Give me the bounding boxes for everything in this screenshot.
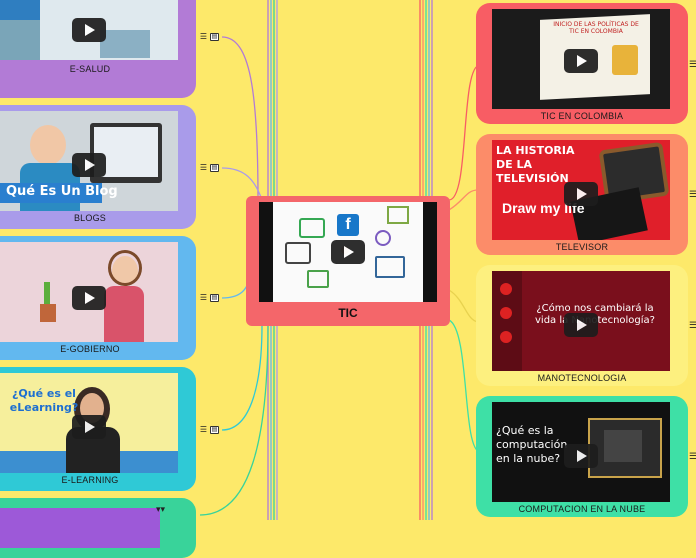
play-button-icon[interactable] — [72, 415, 106, 439]
topic-node-e-gobierno[interactable]: E-GOBIERNO — [0, 236, 196, 360]
node-icons: ☰▤ — [199, 33, 219, 41]
node-icons: ☰▤ — [199, 426, 219, 434]
note-icon[interactable]: ▤ — [210, 33, 219, 41]
play-button-icon[interactable] — [564, 313, 598, 337]
node-label: TIC EN COLOMBIA — [540, 111, 624, 121]
video-thumbnail[interactable] — [0, 0, 178, 60]
node-label: BLOGS — [73, 213, 106, 223]
menu-icon[interactable]: ☰ — [199, 163, 208, 172]
play-button-icon[interactable] — [564, 444, 598, 468]
video-thumbnail[interactable]: ¿Cómo nos cambiará la vida la Nanotecnol… — [492, 271, 670, 371]
topic-node-e-learning[interactable]: ¿Qué es el eLearning? E-LEARNING — [0, 367, 196, 491]
menu-icon[interactable]: ☰ — [689, 189, 696, 199]
play-button-icon[interactable] — [72, 286, 106, 310]
note-icon[interactable]: ▤ — [210, 426, 219, 434]
play-button-icon[interactable] — [72, 18, 106, 42]
play-button-icon[interactable] — [564, 182, 598, 206]
play-button-icon[interactable] — [331, 240, 365, 264]
node-label: E-LEARNING — [61, 475, 119, 485]
node-icons: ☰▤ — [199, 294, 219, 302]
node-label: TELEVISOR — [555, 242, 609, 252]
thumbnail-title: INICIO DE LAS POLÍTICAS DE TIC EN COLOMB… — [553, 21, 639, 35]
topic-node-e-salud[interactable]: E-SALUD — [0, 0, 196, 98]
menu-icon[interactable]: ☰ — [689, 320, 696, 330]
node-label: COMPUTACION EN LA NUBE — [518, 504, 646, 514]
video-thumbnail[interactable]: LA HISTORIA DE LA TELEVISIÓN Draw my lif… — [492, 140, 670, 240]
topic-node-computacion-en-la-nube[interactable]: ¿Qué es la computación en la nube? COMPU… — [476, 396, 688, 517]
video-thumbnail[interactable] — [0, 242, 178, 342]
thumbnail-title: LA HISTORIA DE LA TELEVISIÓN — [496, 144, 575, 185]
topic-node-manotecnologia[interactable]: ¿Cómo nos cambiará la vida la Nanotecnol… — [476, 265, 688, 386]
node-label: E-SALUD — [69, 64, 111, 74]
thumbnail-title: ¿Qué es el eLearning? — [9, 387, 79, 414]
topic-node-tic-en-colombia[interactable]: INICIO DE LAS POLÍTICAS DE TIC EN COLOMB… — [476, 3, 688, 124]
node-icons: ☰▤ — [199, 164, 219, 172]
video-thumbnail[interactable]: f — [259, 202, 437, 302]
topic-node-blogs[interactable]: Qué Es Un Blog BLOGS — [0, 105, 196, 229]
node-label: E-GOBIERNO — [60, 344, 120, 354]
play-button-icon[interactable] — [72, 153, 106, 177]
thumbnail-title: ¿Qué es la computación en la nube? — [496, 424, 568, 465]
expand-chevron-icon[interactable]: ▾▾ — [156, 504, 166, 514]
menu-icon[interactable]: ☰ — [199, 32, 208, 41]
menu-icon[interactable]: ☰ — [199, 293, 208, 302]
topic-node-partial[interactable]: ▾▾ — [0, 498, 196, 558]
note-icon[interactable]: ▤ — [210, 294, 219, 302]
video-thumbnail[interactable]: ¿Qué es el eLearning? — [0, 373, 178, 473]
video-thumbnail[interactable] — [0, 508, 160, 548]
video-thumbnail[interactable]: INICIO DE LAS POLÍTICAS DE TIC EN COLOMB… — [492, 9, 670, 109]
menu-icon[interactable]: ☰ — [689, 451, 696, 461]
central-topic-label: TIC — [338, 306, 358, 320]
central-topic-node[interactable]: f TIC — [246, 196, 450, 326]
video-thumbnail[interactable]: Qué Es Un Blog — [0, 111, 178, 211]
thumbnail-title: Qué Es Un Blog — [6, 184, 118, 199]
menu-icon[interactable]: ☰ — [199, 425, 208, 434]
topic-node-televisor[interactable]: LA HISTORIA DE LA TELEVISIÓN Draw my lif… — [476, 134, 688, 255]
menu-icon[interactable]: ☰ — [689, 59, 696, 69]
note-icon[interactable]: ▤ — [210, 164, 219, 172]
play-button-icon[interactable] — [564, 49, 598, 73]
video-thumbnail[interactable]: ¿Qué es la computación en la nube? — [492, 402, 670, 502]
node-label: MANOTECNOLOGIA — [537, 373, 627, 383]
